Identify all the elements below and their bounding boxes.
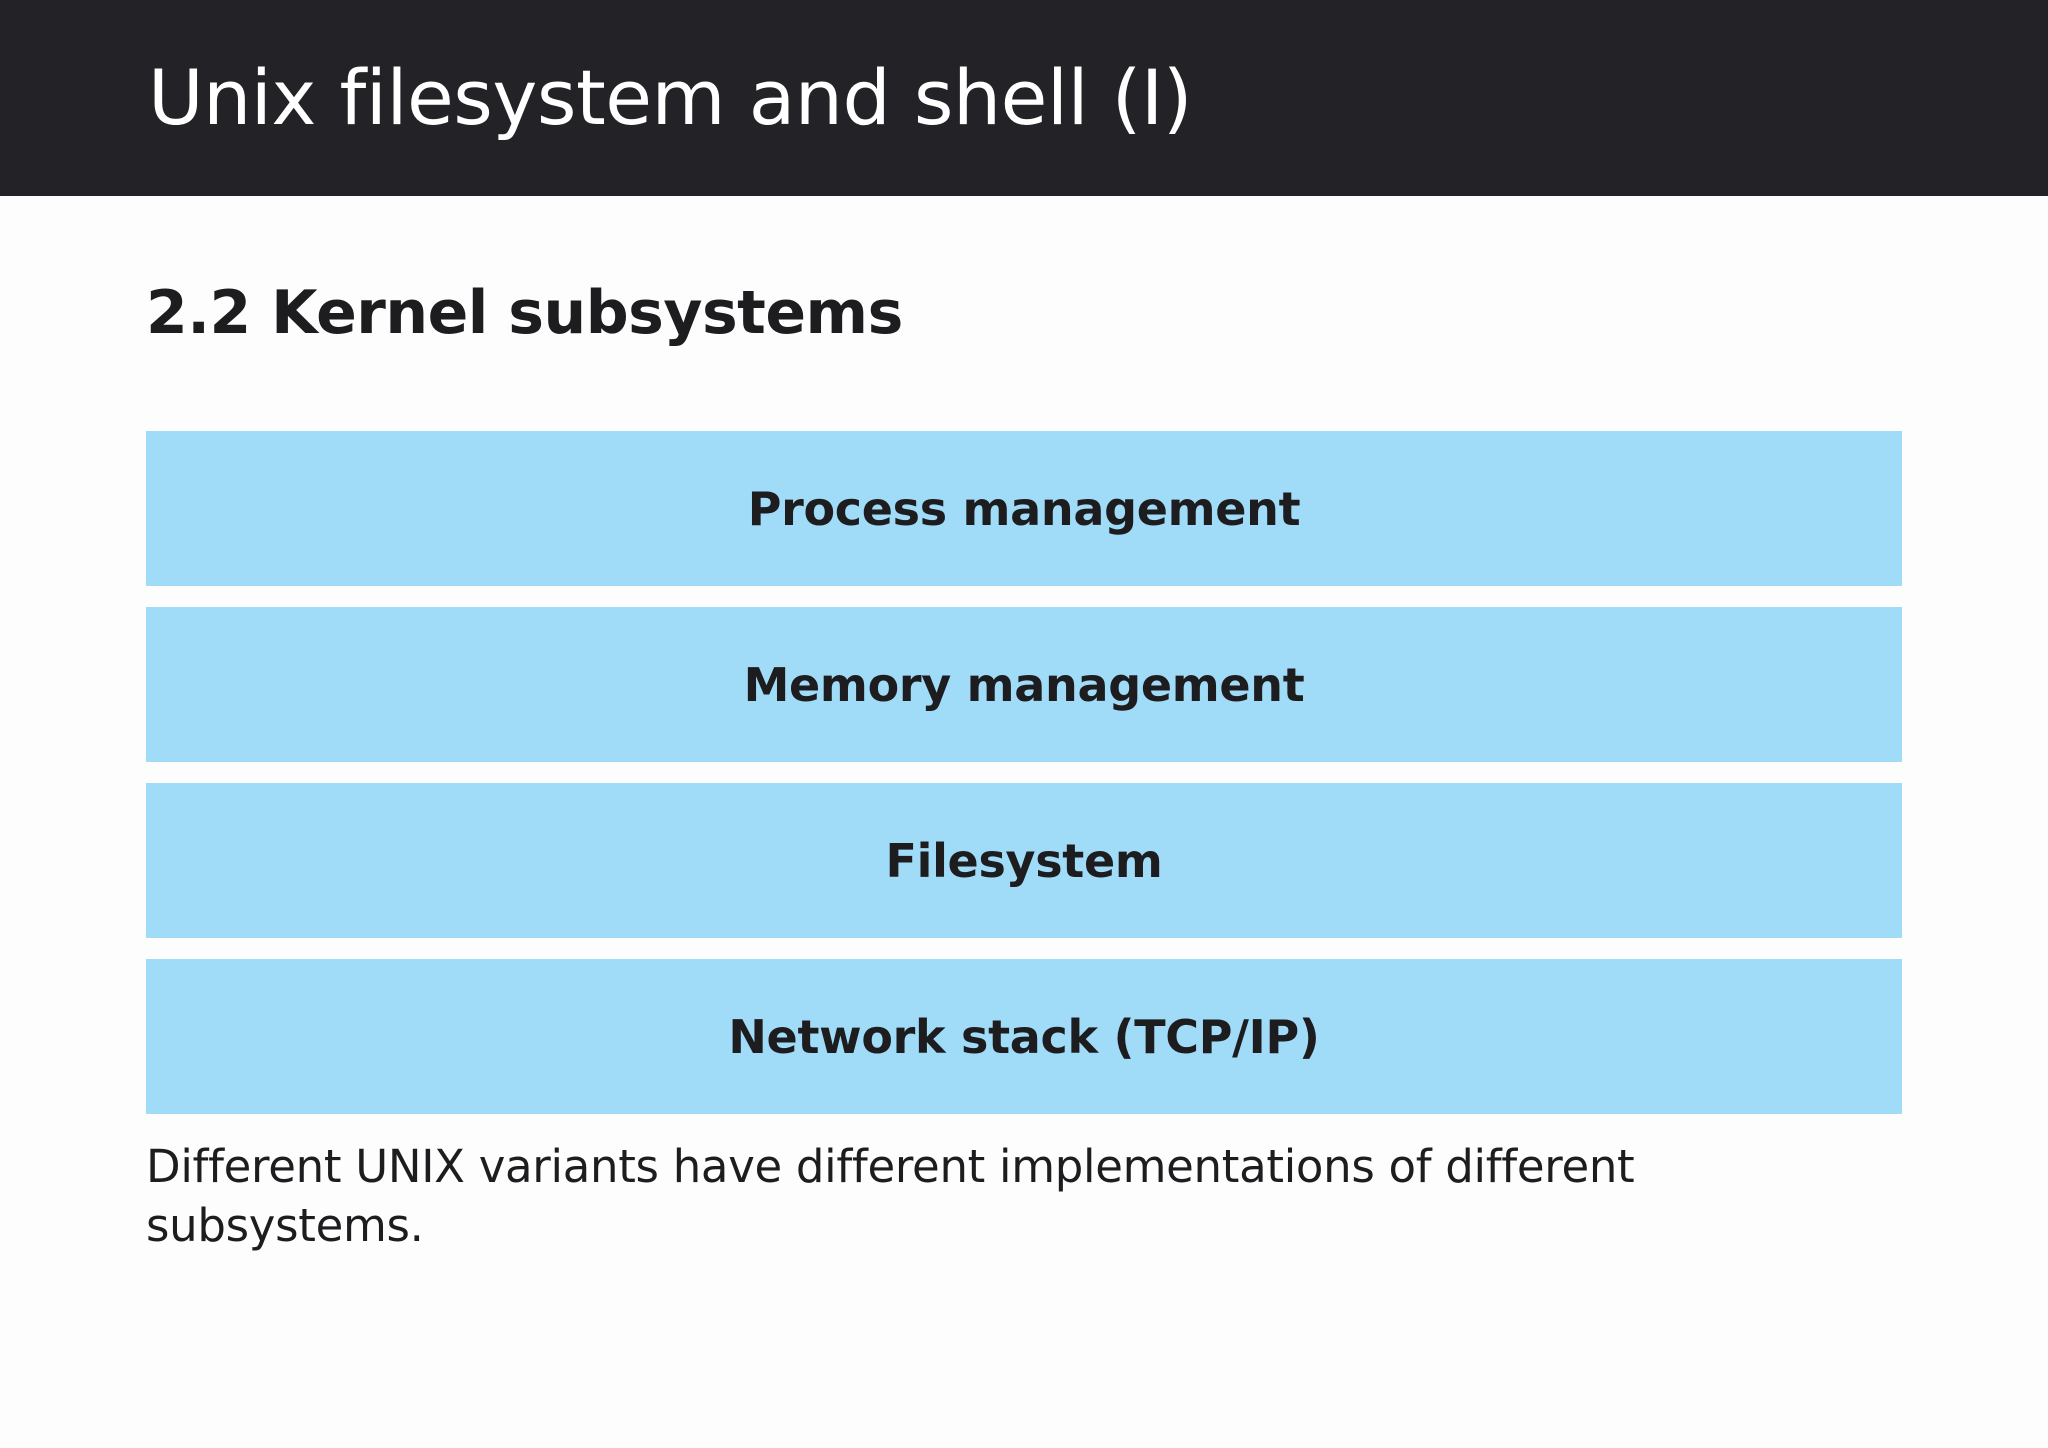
section-heading: 2.2 Kernel subsystems [146, 278, 903, 348]
caption-text: Different UNIX variants have different i… [146, 1140, 1635, 1252]
subsystem-label: Memory management [743, 657, 1305, 712]
slide-body: 2.2 Kernel subsystems Process management… [0, 196, 2048, 1448]
kernel-subsystem-stack: Process management Memory management Fil… [146, 431, 1902, 1114]
subsystem-label: Process management [747, 481, 1301, 536]
subsystem-block-filesystem: Filesystem [146, 783, 1902, 938]
page-title: Unix filesystem and shell (I) [148, 53, 1192, 142]
subsystem-block-process-management: Process management [146, 431, 1902, 586]
subsystem-block-memory-management: Memory management [146, 607, 1902, 762]
subsystem-block-network-stack: Network stack (TCP/IP) [146, 959, 1902, 1114]
subsystem-label: Network stack (TCP/IP) [728, 1009, 1320, 1064]
slide-header-bar: Unix filesystem and shell (I) [0, 0, 2048, 196]
subsystem-label: Filesystem [885, 833, 1163, 888]
